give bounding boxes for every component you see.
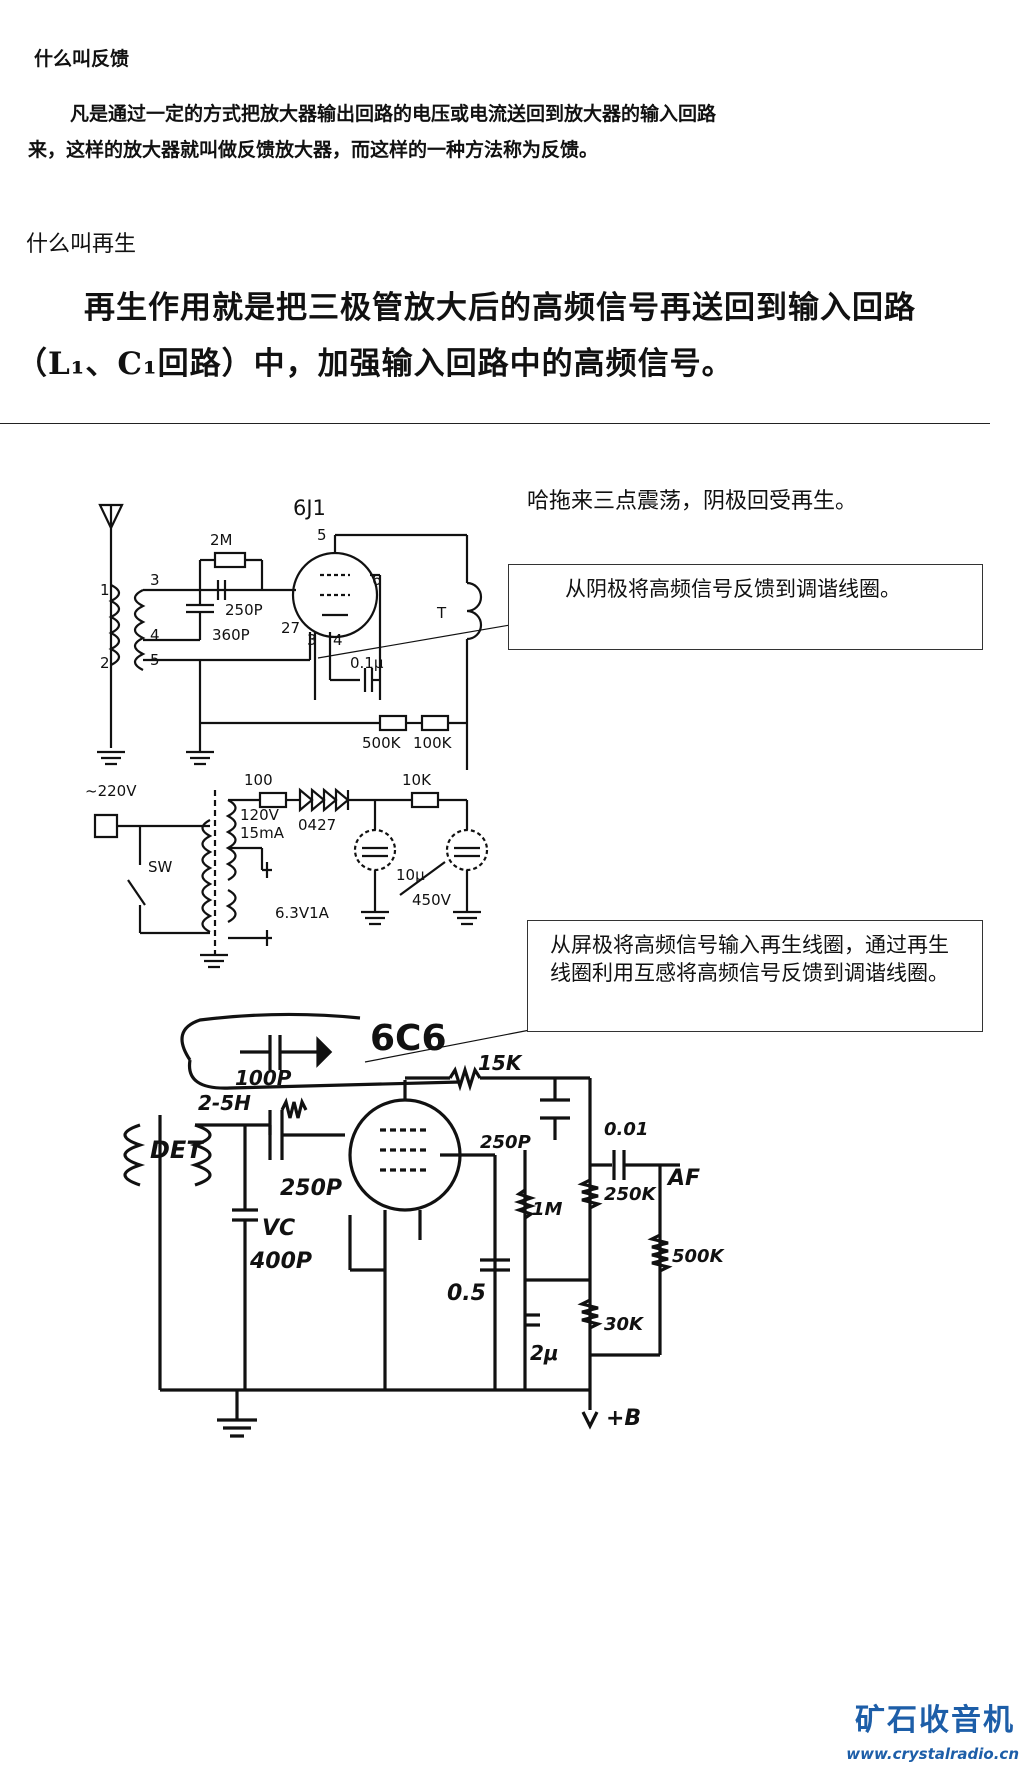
plug-icon xyxy=(93,813,119,839)
label-r-plate: 15K xyxy=(478,1051,523,1075)
label-mains: ~220V xyxy=(85,782,137,800)
label-c-filter-volt: 450V xyxy=(412,891,452,909)
b-plus-arrow-icon xyxy=(581,1411,599,1430)
heading-regeneration: 什么叫再生 xyxy=(26,232,137,257)
label-c-2u: 2μ xyxy=(530,1341,559,1365)
resistor-30k xyxy=(577,1298,603,1330)
label-r-filter: 10K xyxy=(402,771,432,789)
circuit-2-6C6 xyxy=(123,1012,680,1438)
transformer-hv xyxy=(225,799,237,881)
plate-resistor xyxy=(448,1064,482,1092)
label-c-plate: 250P xyxy=(480,1132,531,1153)
det-coil-secondary xyxy=(189,1123,212,1187)
label-c-tune: 360P xyxy=(212,626,250,644)
transformer-heater xyxy=(225,889,237,923)
label-c-grid: 250P xyxy=(225,601,263,619)
ground-icon xyxy=(262,930,272,946)
label-pin: 1 xyxy=(100,581,110,599)
label-pin: 4 xyxy=(333,631,343,649)
heading-feedback: 什么叫反馈 xyxy=(34,48,130,70)
label-r-grid: 2M xyxy=(210,531,233,549)
label-r2: 100K xyxy=(413,734,453,752)
ground-icon xyxy=(361,910,389,926)
label-pin: 2 xyxy=(100,654,110,672)
feedback-definition: 凡是通过一定的方式把放大器输出回路的电压或电流送回到放大器的输入回路来，这样的放… xyxy=(28,103,717,161)
label-pin: 27 xyxy=(281,619,300,637)
headphones-icon xyxy=(466,581,483,641)
antenna-arrow-icon xyxy=(316,1036,333,1068)
label-pin: 4 xyxy=(150,626,160,644)
load-resistor xyxy=(647,1233,673,1273)
watermark-logo: 矿石收音机 xyxy=(855,1703,1015,1738)
ground-icon xyxy=(217,1418,257,1438)
label-diode: 0427 xyxy=(298,816,336,834)
label-r-limit: 100 xyxy=(244,771,273,789)
label-pin: 3 xyxy=(307,631,317,649)
tuning-coil xyxy=(133,589,146,671)
label-c-grid: 250P xyxy=(280,1176,342,1201)
label-pin: 3 xyxy=(150,571,160,589)
label-det: DET xyxy=(150,1136,204,1164)
grid-leak-resistor xyxy=(280,1097,308,1119)
label-c-bypass: 0.5 xyxy=(447,1281,486,1306)
transformer-primary xyxy=(201,819,213,933)
label-tube: 6C6 xyxy=(370,1018,447,1059)
label-r-screen: 1M xyxy=(532,1199,563,1220)
resistor-250k xyxy=(577,1178,603,1210)
circuit-1-labels: 6J1 2M 250P 360P 1 2 3 4 5 6 27 3 4 5 0.… xyxy=(85,496,453,922)
label-vc-value: 400P xyxy=(249,1249,312,1274)
label-vc: VC xyxy=(262,1216,295,1241)
label-coil: 2-5H xyxy=(198,1091,251,1115)
ground-icon xyxy=(262,862,272,878)
label-r-load: 500K xyxy=(672,1246,726,1267)
label-sec-hv: 120V xyxy=(240,806,280,824)
label-sec-current: 15mA xyxy=(240,824,285,842)
antenna-coil xyxy=(108,584,121,666)
label-r-a: 250K xyxy=(604,1184,658,1205)
label-c-out: 0.01 xyxy=(604,1119,648,1140)
label-phones: T xyxy=(436,604,447,622)
circuit-1-6J1 xyxy=(93,503,511,969)
label-pin: 5 xyxy=(150,651,160,669)
label-pin: 5 xyxy=(317,526,327,544)
det-coil-primary xyxy=(123,1123,146,1187)
regeneration-definition: 再生作用就是把三极管放大后的高频信号再送回到输入回路（L₁、C₁回路）中，加强输… xyxy=(16,290,916,382)
callout-cathode-feedback: 从阴极将高频信号反馈到调谐线圈。 xyxy=(508,564,983,650)
label-r1: 500K xyxy=(362,734,402,752)
watermark-url: www.crystalradio.cn xyxy=(846,1745,1019,1763)
label-r-b: 30K xyxy=(604,1314,645,1335)
label-switch: SW xyxy=(148,858,173,876)
label-b-plus: +B xyxy=(606,1406,641,1431)
ground-icon xyxy=(453,910,481,926)
diode-icon xyxy=(298,787,350,813)
label-heater: 6.3V1A xyxy=(275,904,330,922)
regeneration-coil xyxy=(180,1012,361,1061)
label-af: AF xyxy=(666,1166,700,1191)
resistor-1m xyxy=(513,1188,537,1220)
note-hartley: 哈拖来三点震荡，阴极回受再生。 xyxy=(527,489,858,514)
label-c-filter-value: 10μ xyxy=(396,866,425,884)
ground-icon xyxy=(200,953,228,969)
label-tube: 6J1 xyxy=(293,496,326,520)
label-c-ant: 100P xyxy=(235,1066,292,1090)
ground-icon xyxy=(186,750,214,766)
section-divider xyxy=(0,423,990,424)
callout-plate-feedback: 从屏极将高频信号输入再生线圈，通过再生线圈利用互感将高频信号反馈到调谐线圈。 xyxy=(527,920,983,1032)
label-c-cathode: 0.1μ xyxy=(350,654,384,672)
circuit-2-labels: 6C6 100P 2-5H DET 250P VC 400P 15K 250P … xyxy=(150,1018,726,1431)
label-pin: 6 xyxy=(372,571,382,589)
ground-icon xyxy=(97,750,125,766)
